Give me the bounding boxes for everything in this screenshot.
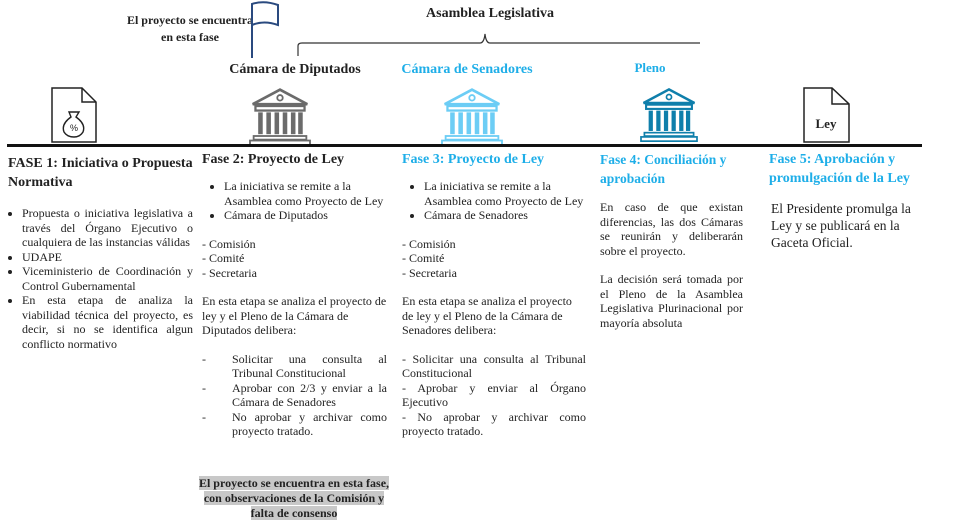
- option-item: - Aprobar y enviar al Órgano Ejecutivo: [402, 380, 586, 410]
- step-item: - Comité: [202, 251, 245, 265]
- phase-title: Fase 5: Aprobación y promulgación de la …: [769, 152, 910, 186]
- assembly-bracket: [297, 33, 700, 56]
- step-item: - Comité: [402, 251, 445, 265]
- svg-text:%: %: [70, 123, 78, 133]
- phase-title: Fase 4: Conciliación y aprobación: [600, 152, 727, 186]
- step-item: - Comisión: [202, 236, 256, 251]
- list-item: La iniciativa se remite a la Asamblea co…: [424, 179, 586, 208]
- phase-1: FASE 1: Iniciativa o Propuesta Normativa…: [8, 154, 193, 351]
- law-icon-label: Ley: [815, 116, 837, 131]
- senadores-building-icon: [440, 88, 504, 146]
- list-item: Propuesta o iniciativa legislativa a tra…: [22, 206, 193, 250]
- option-item: - Solicitar una consulta al Tribunal Con…: [402, 351, 586, 381]
- chamber-senadores-label: Cámara de Senadores: [401, 62, 533, 77]
- flag-icon: [251, 1, 279, 58]
- list-item: En esta etapa de analiza la viabilidad t…: [22, 293, 193, 351]
- flag-caption: El proyecto se encuentra en esta fase: [126, 13, 254, 44]
- phase-paragraph: En caso de que existan diferencias, las …: [600, 200, 743, 258]
- option-item: -Solicitar una consulta al Tribunal Cons…: [202, 351, 387, 381]
- phase-5: Fase 5: Aprobación y promulgación de la …: [769, 150, 949, 251]
- phase-title: Fase 3: Proyecto de Ley: [402, 152, 545, 167]
- phase-paragraph: La decisión será tomada por el Pleno de …: [600, 272, 743, 330]
- option-item: -Aprobar con 2/3 y enviar a la Cámara de…: [202, 380, 387, 410]
- phase-2: Fase 2: Proyecto de Ley La iniciativa se…: [202, 150, 387, 439]
- phase-4: Fase 4: Conciliación y aprobación En cas…: [600, 150, 743, 330]
- money-bag-document-icon: %: [51, 87, 97, 143]
- phase-paragraph: En esta etapa se analiza el proyecto de …: [402, 294, 572, 337]
- pleno-building-icon: [639, 88, 699, 142]
- pleno-label: Pleno: [634, 60, 666, 75]
- diputados-building-icon: [248, 88, 312, 146]
- status-note: El proyecto se encuentra en esta fase, c…: [198, 476, 390, 520]
- timeline-line: [7, 144, 922, 147]
- list-item: Cámara de Senadores: [424, 208, 586, 223]
- step-item: - Secretaria: [202, 265, 257, 280]
- phase-3: Fase 3: Proyecto de Ley La iniciativa se…: [402, 150, 586, 439]
- list-item: Viceministerio de Coordinación y Control…: [22, 264, 193, 293]
- phase-title: FASE 1: Iniciativa o Propuesta Normativa: [8, 156, 193, 190]
- list-item: Cámara de Diputados: [224, 208, 387, 223]
- bracket-label: Asamblea Legislativa: [426, 6, 554, 21]
- option-item: -No aprobar y archivar como proyecto tra…: [202, 409, 387, 439]
- step-item: - Comisión: [402, 236, 456, 251]
- phase-paragraph: El Presidente promulga la Ley y se publi…: [771, 201, 911, 250]
- chamber-diputados-label: Cámara de Diputados: [229, 62, 361, 77]
- option-item: - No aprobar y archivar como proyecto tr…: [402, 409, 586, 439]
- phase-paragraph: En esta etapa se analiza el proyecto de …: [202, 294, 387, 337]
- list-item: UDAPE: [22, 250, 193, 265]
- phase-title: Fase 2: Proyecto de Ley: [202, 152, 345, 167]
- list-item: La iniciativa se remite a la Asamblea co…: [224, 179, 387, 208]
- step-item: - Secretaria: [402, 265, 457, 280]
- law-document-icon: [803, 87, 850, 143]
